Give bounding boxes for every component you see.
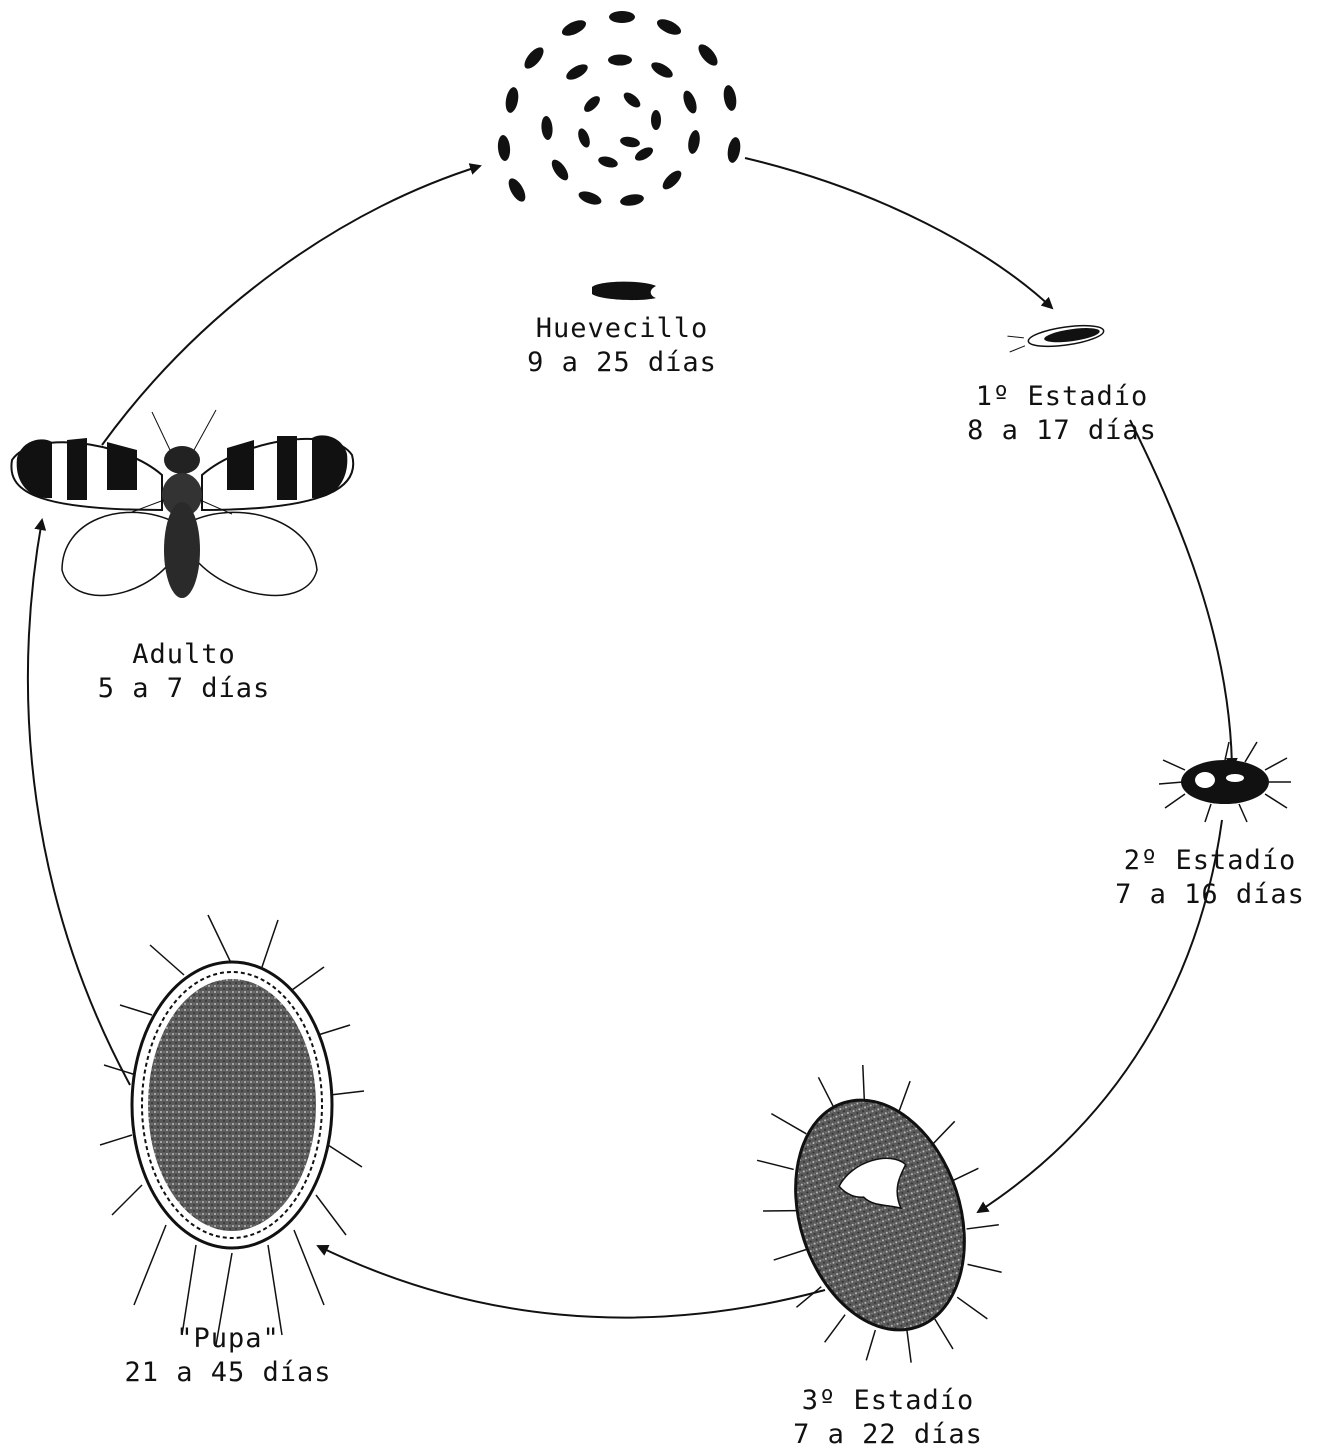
arrow-stage3-to-pupa	[318, 1246, 825, 1318]
stage-name: Adulto	[72, 638, 296, 672]
egg-mass-illustration	[497, 11, 742, 300]
arrow-pupa-to-adult	[28, 520, 130, 1085]
stage-label-estadio2: 2º Estadío 7 a 16 días	[1100, 844, 1320, 912]
stage2-nymph-illustration	[1159, 742, 1291, 822]
stage-duration: 7 a 22 días	[776, 1418, 1000, 1452]
stage-name: 1º Estadío	[950, 380, 1174, 414]
pupa-illustration	[100, 915, 364, 1345]
stage-duration: 7 a 16 días	[1100, 878, 1320, 912]
single-egg-icon	[592, 282, 656, 300]
adult-illustration	[11, 410, 353, 598]
stage-name: 3º Estadío	[776, 1384, 1000, 1418]
stage-duration: 9 a 25 días	[510, 346, 734, 380]
stage-duration: 8 a 17 días	[950, 414, 1174, 448]
arrow-adult-to-egg	[102, 166, 480, 445]
stage-duration: 5 a 7 días	[72, 672, 296, 706]
stage-label-huevecillo: Huevecillo 9 a 25 días	[510, 312, 734, 380]
arrow-stage1-to-stage2	[1130, 420, 1232, 768]
arrow-egg-to-stage1	[745, 158, 1052, 308]
stage-name: "Pupa"	[116, 1322, 340, 1356]
stage-label-estadio1: 1º Estadío 8 a 17 días	[950, 380, 1174, 448]
stage-label-adulto: Adulto 5 a 7 días	[72, 638, 296, 706]
stage-name: 2º Estadío	[1100, 844, 1320, 878]
stage-duration: 21 a 45 días	[116, 1356, 340, 1390]
stage-name: Huevecillo	[510, 312, 734, 346]
stage1-nymph-illustration	[1007, 322, 1105, 353]
stage-label-pupa: "Pupa" 21 a 45 días	[116, 1322, 340, 1390]
stage3-nymph-illustration	[724, 1038, 1031, 1393]
stage-label-estadio3: 3º Estadío 7 a 22 días	[776, 1384, 1000, 1452]
